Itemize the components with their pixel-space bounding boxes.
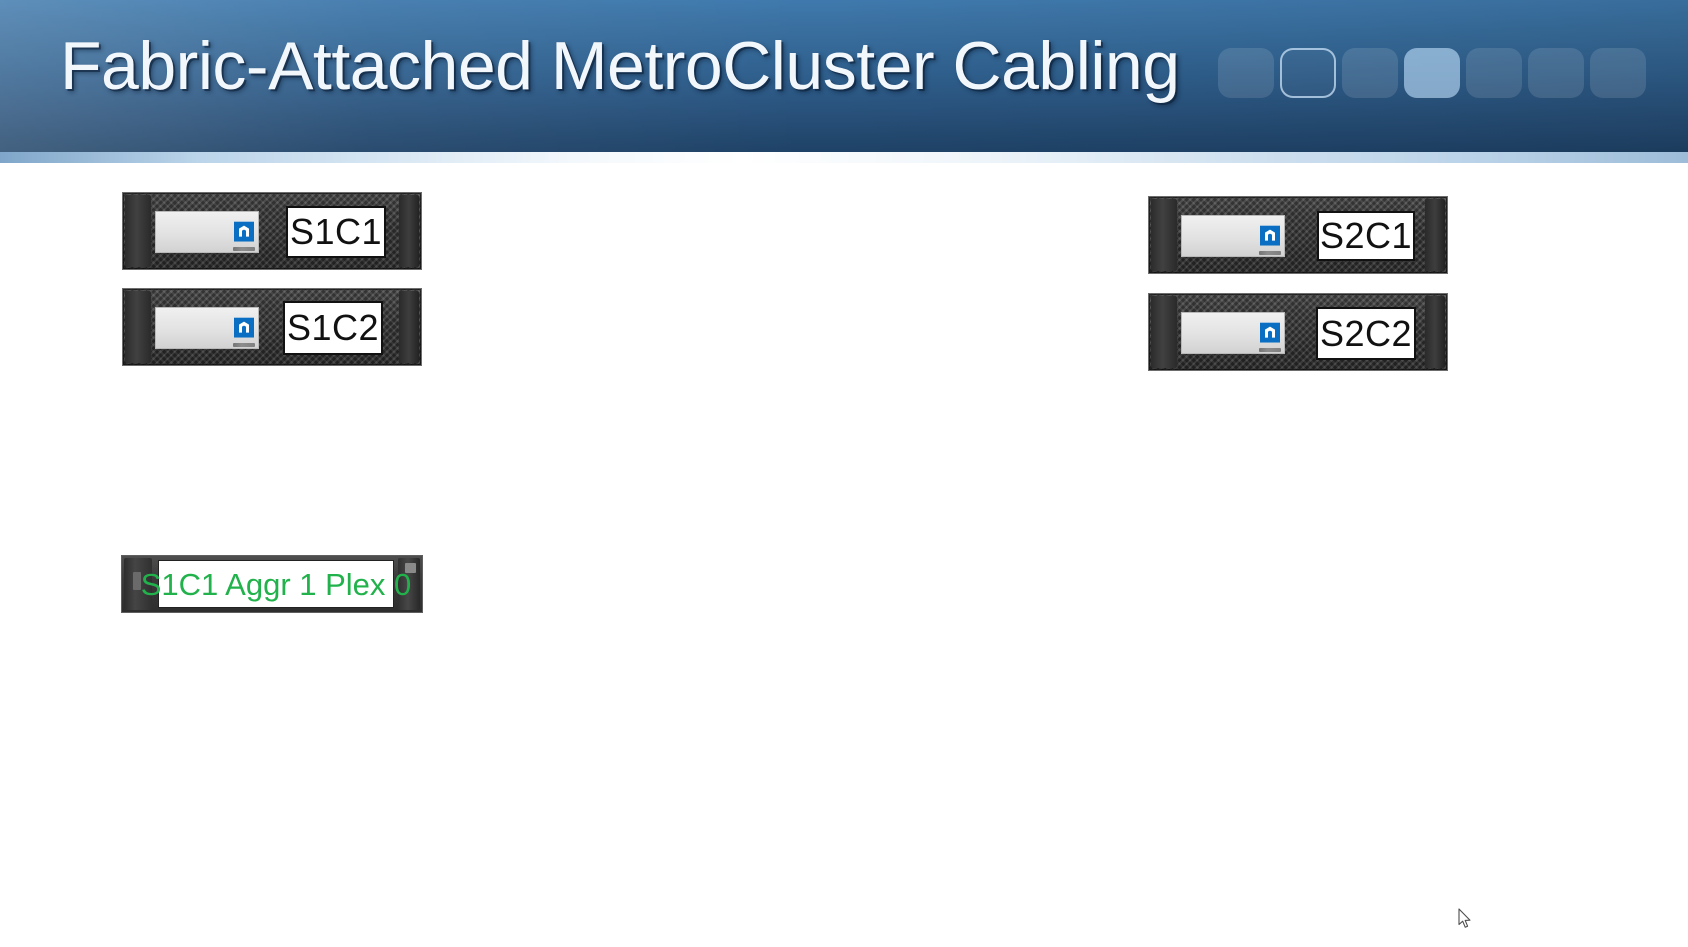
- header-gloss-strip: [0, 152, 1688, 163]
- controller-s2c2[interactable]: S2C2: [1148, 293, 1448, 371]
- page-title: Fabric-Attached MetroCluster Cabling: [60, 28, 1180, 104]
- chassis-right-endcap: [1425, 296, 1445, 368]
- chassis-right-endcap: [399, 291, 419, 363]
- controller-s1c1[interactable]: S1C1: [122, 192, 422, 270]
- shelf-label-s1c1-aggr1-plex0: S1C1 Aggr 1 Plex 0: [141, 560, 411, 608]
- controller-bezel-s2c2: [1181, 312, 1285, 354]
- header-decoration-squares: [1218, 48, 1646, 98]
- label-s2c1: S2C1: [1317, 211, 1415, 261]
- header-square-ring: [1280, 48, 1336, 98]
- label-s1c1: S1C1: [286, 206, 386, 258]
- netapp-logo-icon: [1260, 225, 1280, 246]
- shelf-left-endcap: [124, 558, 152, 610]
- header-square-dim-3: [1466, 48, 1522, 98]
- chassis-right-endcap: [1425, 199, 1445, 271]
- shelf-right-endcap: [398, 558, 420, 610]
- header-square-dim-5: [1590, 48, 1646, 98]
- netapp-wordmark: [233, 343, 255, 347]
- disk-shelf-s1c1-aggr1-plex0[interactable]: S1C1 Aggr 1 Plex 0: [121, 555, 423, 613]
- header-square-light: [1404, 48, 1460, 98]
- netapp-wordmark: [1259, 348, 1281, 352]
- netapp-logo-icon: [234, 221, 254, 242]
- header-square-dim-2: [1342, 48, 1398, 98]
- netapp-wordmark: [233, 247, 255, 251]
- chassis-left-endcap: [125, 195, 151, 267]
- controller-bezel-s2c1: [1181, 215, 1285, 257]
- controller-bezel-s1c2: [155, 307, 259, 349]
- controller-s2c1[interactable]: S2C1: [1148, 196, 1448, 274]
- netapp-logo-icon: [234, 317, 254, 338]
- chassis-left-endcap: [1151, 296, 1177, 368]
- netapp-logo-icon: [1260, 322, 1280, 343]
- header-square-dim-1: [1218, 48, 1274, 98]
- label-s2c2: S2C2: [1316, 307, 1416, 360]
- slide-header: Fabric-Attached MetroCluster Cabling: [0, 0, 1688, 163]
- netapp-wordmark: [1259, 251, 1281, 255]
- header-square-dim-4: [1528, 48, 1584, 98]
- label-s1c2: S1C2: [283, 301, 383, 355]
- diagram-area: S1C1 S1C2 S1C1 Aggr 1 Plex 0: [0, 163, 1688, 947]
- chassis-left-endcap: [1151, 199, 1177, 271]
- controller-bezel-s1c1: [155, 211, 259, 253]
- controller-s1c2[interactable]: S1C2: [122, 288, 422, 366]
- chassis-left-endcap: [125, 291, 151, 363]
- chassis-right-endcap: [399, 195, 419, 267]
